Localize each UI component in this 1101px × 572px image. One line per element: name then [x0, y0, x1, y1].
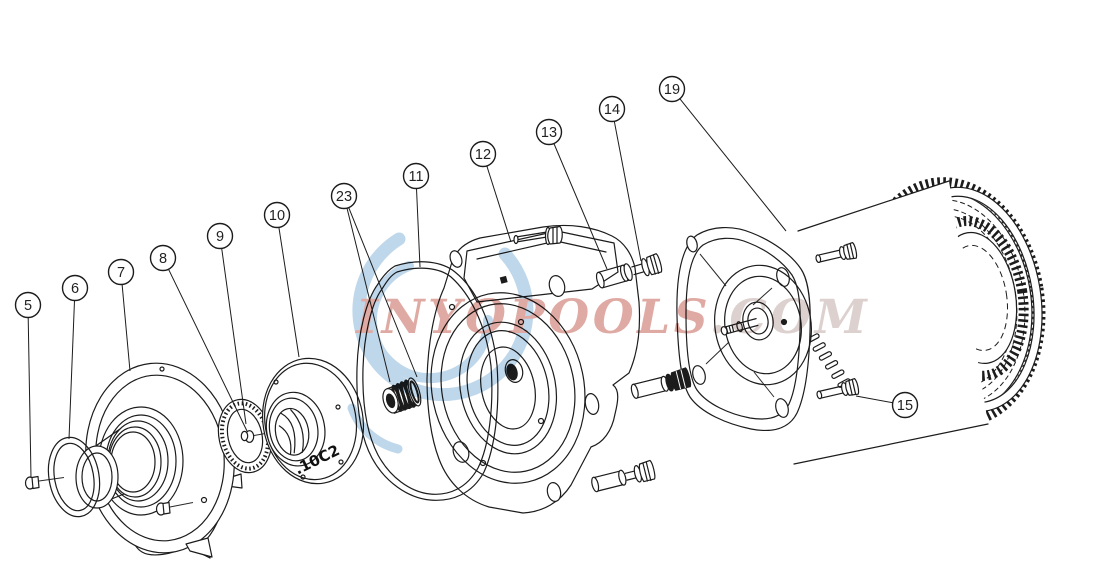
callout-leader-23 [346, 207, 391, 383]
impeller-vane [278, 425, 292, 456]
callout-leader-10 [278, 227, 300, 358]
callout-number-10: 10 [269, 208, 285, 224]
motor-vent-slots [806, 333, 851, 388]
callout-balloon-6 [61, 274, 89, 302]
callout-leader-15 [855, 395, 893, 404]
callout-leader-8 [168, 268, 248, 432]
callout-balloon-8 [149, 244, 177, 272]
watermark-suffix: .COM [709, 290, 870, 345]
motor-flange-ear-hole [775, 398, 789, 418]
impeller-vane [290, 409, 304, 453]
housing-bolt-hole [159, 366, 165, 372]
callout-balloon-23 [330, 182, 358, 210]
callout-leader-11 [416, 188, 421, 268]
housing-foot [185, 537, 213, 558]
motor-flange-ear-hole [692, 365, 706, 385]
watermark-brand: INYOPOOLS [354, 290, 709, 345]
callout-balloon-14 [598, 95, 626, 123]
callout-number-8: 8 [159, 251, 167, 267]
motor-shaft [720, 318, 759, 336]
motor-flange-ear-hole [776, 267, 790, 287]
part-pump-housing [75, 362, 243, 559]
seal-plate-ear-hole [548, 275, 566, 297]
callout-number-19: 19 [664, 82, 680, 98]
callout-balloon-19 [658, 75, 686, 103]
callouts-layer: 5 6 7 8 9 10 23 11 12 13 14 19 15 [14, 75, 919, 479]
callout-leader-19 [679, 98, 787, 232]
callout-leader-12 [486, 165, 512, 243]
callout-balloon-12 [469, 140, 497, 168]
part-drain-screw-bottom [155, 501, 194, 516]
part-motor-bolt-top [815, 241, 858, 264]
watermark-text: INYOPOOLS.COM [354, 290, 870, 345]
callout-number-9: 9 [216, 229, 224, 245]
callout-balloon-15 [891, 391, 919, 419]
callout-balloon-13 [535, 118, 563, 146]
part-seal-plate [426, 224, 641, 514]
callout-number-12: 12 [475, 147, 491, 163]
seal-plate-ear-hole [584, 393, 600, 415]
callout-leader-6 [68, 300, 75, 440]
seal-plate-ear-hole [449, 250, 463, 268]
motor-shaft-key-dot [780, 318, 788, 326]
impeller-vane [280, 412, 296, 454]
callout-number-11: 11 [408, 169, 423, 185]
seal-plate-inserted-bolt [513, 225, 563, 246]
part-impeller-screw [240, 430, 269, 443]
seal-plate-top-bracket [463, 230, 619, 303]
callout-balloon-11 [402, 162, 430, 190]
motor-flange-ear-hole [686, 235, 698, 253]
callout-number-5: 5 [24, 298, 32, 314]
part-motor [676, 176, 1046, 465]
part-o-ring [47, 436, 101, 518]
part-sleeve-bolt-middle [630, 367, 692, 399]
callout-number-15: 15 [897, 398, 913, 414]
callout-leader-9 [221, 248, 247, 425]
callout-number-7: 7 [117, 265, 125, 281]
callout-number-6: 6 [71, 281, 79, 297]
seal-plate-ear-hole [546, 482, 562, 502]
watermark: INYOPOOLS.COM [347, 232, 870, 454]
callout-balloon-7 [107, 258, 135, 286]
callout-leader-13 [553, 143, 608, 270]
part-sleeve-bolt-upper [595, 253, 663, 289]
callout-balloon-10 [263, 201, 291, 229]
callout-leader-23 [348, 207, 418, 378]
callout-number-23: 23 [336, 189, 352, 205]
callout-number-13: 13 [541, 125, 557, 141]
callout-leader-5 [27, 317, 32, 479]
part-drain-screw-left [24, 475, 65, 490]
callout-number-14: 14 [604, 102, 620, 118]
watermark-swirl-icon [347, 232, 534, 454]
callout-balloon-5 [14, 291, 42, 319]
part-motor-bolt-bottom [816, 377, 860, 400]
callout-balloon-9 [206, 222, 234, 250]
housing-bolt-hole [200, 496, 208, 504]
part-impeller: .10C2 [261, 357, 365, 485]
callout-leader-14 [613, 121, 642, 262]
callout-leader-7 [121, 284, 131, 372]
part-sleeve-bolt-lower [591, 459, 656, 493]
